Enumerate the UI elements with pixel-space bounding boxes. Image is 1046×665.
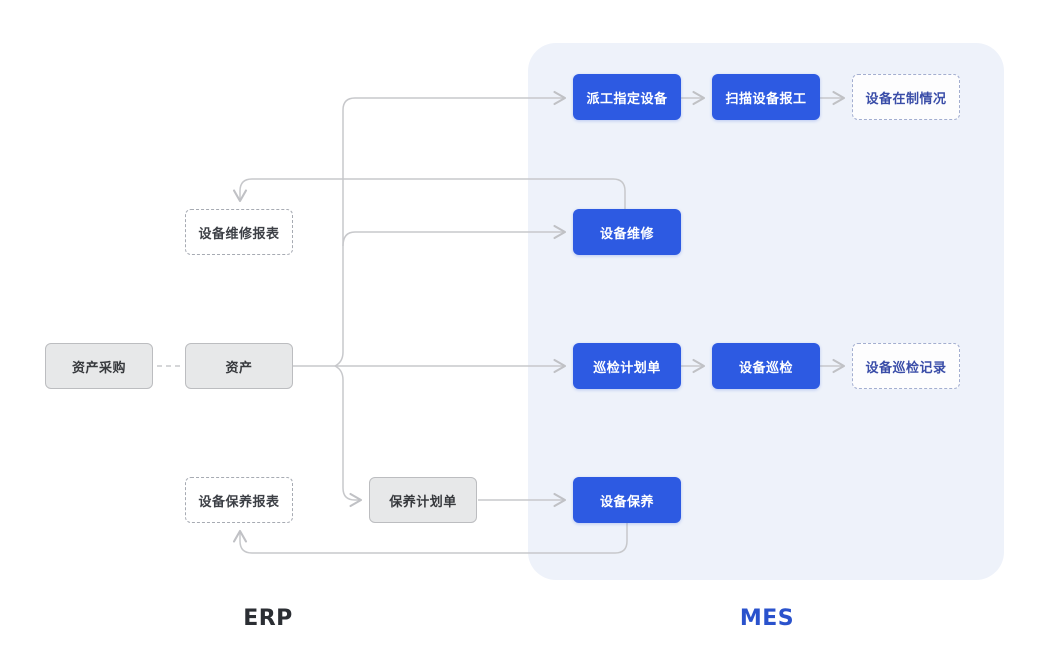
node-equipment-maintenance-report: 设备保养报表 [185, 477, 293, 523]
node-equipment-inspection-record: 设备巡检记录 [852, 343, 960, 389]
node-dispatch-assign-equipment: 派工指定设备 [573, 74, 681, 120]
edge-asset-to-dispatch [334, 90, 567, 367]
node-maintenance-plan-order: 保养计划单 [369, 477, 477, 523]
node-inspection-plan-order: 巡检计划单 [573, 343, 681, 389]
node-equipment-repair-report: 设备维修报表 [185, 209, 293, 255]
node-asset-purchase: 资产采购 [45, 343, 153, 389]
edge-asset-to-maintain-plan [334, 365, 363, 508]
edge-asset-to-repair [342, 224, 567, 247]
node-asset: 资产 [185, 343, 293, 389]
edge-maintain-to-maintain-report [232, 523, 628, 554]
node-scan-equipment-report-work: 扫描设备报工 [712, 74, 820, 120]
node-equipment-wip-status: 设备在制情况 [852, 74, 960, 120]
node-equipment-maintenance: 设备保养 [573, 477, 681, 523]
node-equipment-repair: 设备维修 [573, 209, 681, 255]
edge-repair-to-repair-report [232, 178, 626, 209]
node-equipment-inspection: 设备巡检 [712, 343, 820, 389]
erp-system-label: ERP [243, 606, 293, 631]
mes-system-label: MES [739, 606, 795, 631]
